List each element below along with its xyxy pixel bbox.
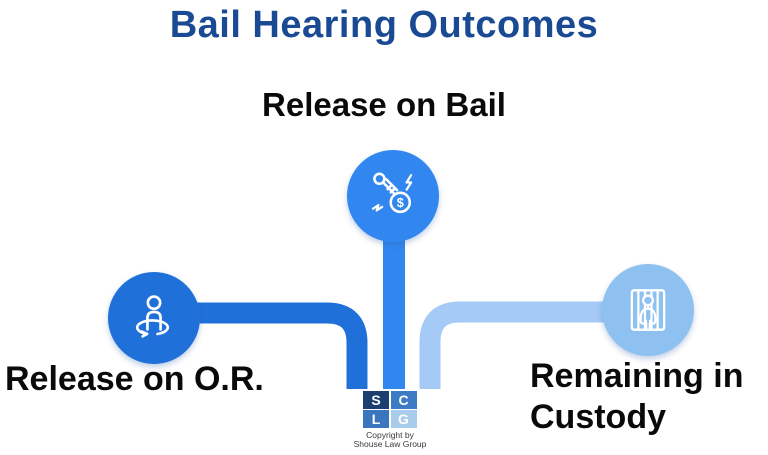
logo-tile-s: S	[363, 391, 389, 409]
connector-release-or	[190, 302, 368, 389]
logo-tile-g: G	[390, 410, 417, 428]
jail-bars-icon	[630, 289, 666, 331]
logo-letter-grid: S C L G	[363, 391, 417, 428]
logo-tile-c: C	[390, 391, 417, 409]
node-remaining-in-custody	[602, 264, 694, 356]
person-360-icon	[135, 295, 170, 338]
logo-copyright: Copyright by Shouse Law Group	[345, 429, 435, 450]
key-dollar-icon: $	[371, 172, 413, 214]
label-release-on-or: Release on O.R.	[5, 360, 264, 398]
logo-copyright-line2: Shouse Law Group	[353, 439, 427, 449]
node-release-on-bail: $	[347, 150, 439, 242]
label-release-on-bail: Release on Bail	[262, 86, 506, 123]
logo-tile-l: L	[363, 410, 389, 428]
logo-copyright-line1: Copyright by	[366, 429, 414, 440]
label-remaining-in-custody: Remaining in Custody	[530, 357, 744, 436]
node-release-on-or	[108, 272, 200, 364]
svg-text:$: $	[397, 196, 404, 210]
connector-remaining-in-custody	[419, 301, 614, 389]
shouse-law-group-logo: S C L G Copyright by Shouse Law Group	[354, 391, 426, 450]
diagram-title: Bail Hearing Outcomes	[169, 4, 599, 46]
